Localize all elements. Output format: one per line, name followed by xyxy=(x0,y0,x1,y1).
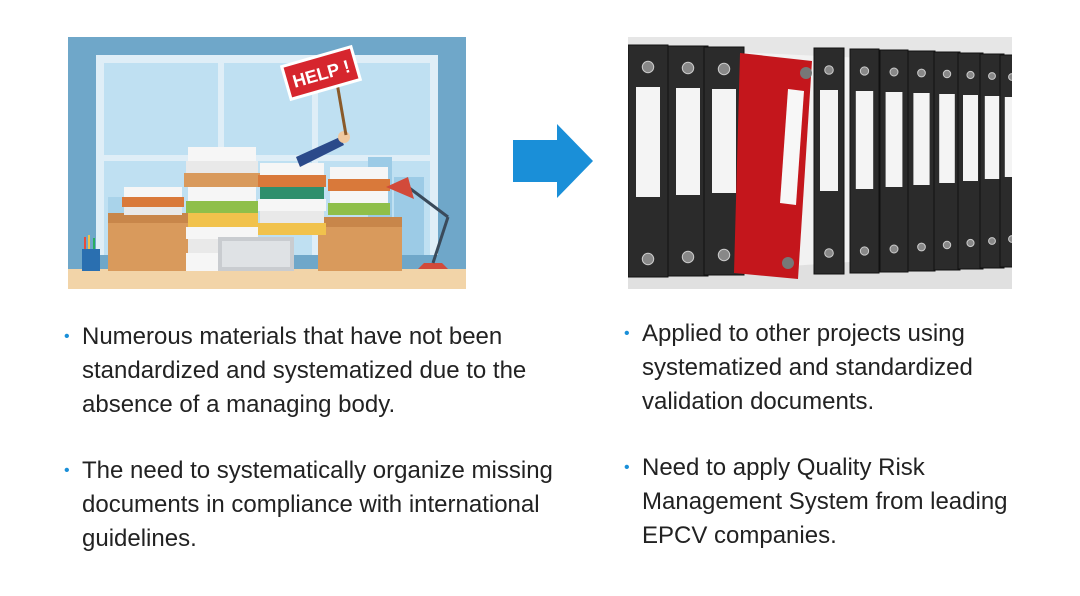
left-bullet-2-text: The need to systematically organize miss… xyxy=(82,457,553,552)
black-binder xyxy=(957,52,984,270)
list-item: • Need to apply Quality Risk Management … xyxy=(624,451,1024,553)
bullet-icon: • xyxy=(624,459,630,476)
bullet-icon: • xyxy=(64,328,70,345)
left-bullet-1-text: Numerous materials that have not been st… xyxy=(82,323,527,418)
organized-binders-image xyxy=(628,37,1012,289)
list-item: • Numerous materials that have not been … xyxy=(64,320,584,422)
bullet-icon: • xyxy=(64,462,70,479)
black-binder xyxy=(667,45,709,277)
black-binder xyxy=(907,50,936,272)
list-item: • The need to systematically organize mi… xyxy=(64,454,584,556)
black-binder xyxy=(933,51,961,271)
black-binder xyxy=(849,48,880,274)
bullet-icon: • xyxy=(624,325,630,342)
black-binder xyxy=(628,44,669,278)
right-bullet-list: • Applied to other projects using system… xyxy=(624,317,1024,553)
black-binder xyxy=(879,49,909,273)
black-binder xyxy=(813,47,845,275)
right-bullet-1-text: Applied to other projects using systemat… xyxy=(642,320,973,415)
black-binder xyxy=(999,54,1012,268)
right-bullet-2-text: Need to apply Quality Risk Management Sy… xyxy=(642,454,1008,549)
left-bullet-list: • Numerous materials that have not been … xyxy=(64,320,584,556)
messy-documents-illustration: HELP ! xyxy=(68,37,466,289)
right-arrow-icon xyxy=(513,124,593,198)
list-item: • Applied to other projects using system… xyxy=(624,317,1024,419)
